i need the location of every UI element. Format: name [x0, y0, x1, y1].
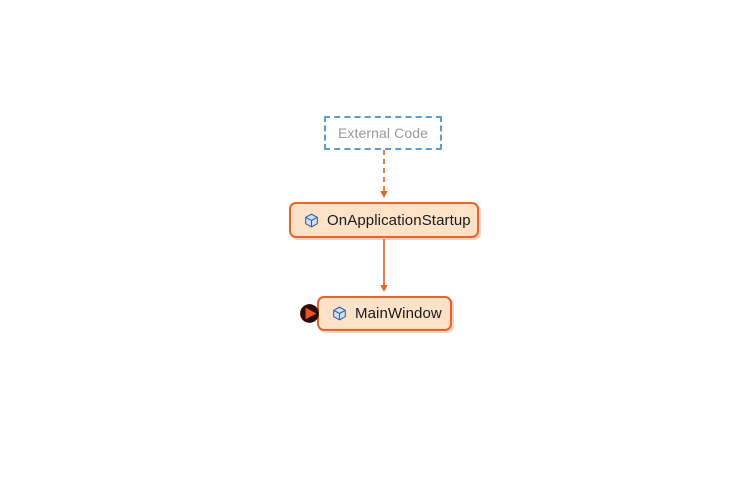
- cube-icon: [333, 306, 346, 321]
- node-external-code[interactable]: External Code: [324, 116, 442, 150]
- node-on-application-startup[interactable]: OnApplicationStartup: [289, 202, 479, 238]
- cube-icon: [305, 213, 318, 227]
- current-statement-marker[interactable]: [299, 303, 320, 324]
- node-main-window-label: MainWindow: [355, 305, 442, 322]
- node-main-window[interactable]: MainWindow: [317, 296, 452, 331]
- node-on-application-startup-label: OnApplicationStartup: [327, 211, 471, 229]
- node-external-code-label: External Code: [337, 125, 429, 141]
